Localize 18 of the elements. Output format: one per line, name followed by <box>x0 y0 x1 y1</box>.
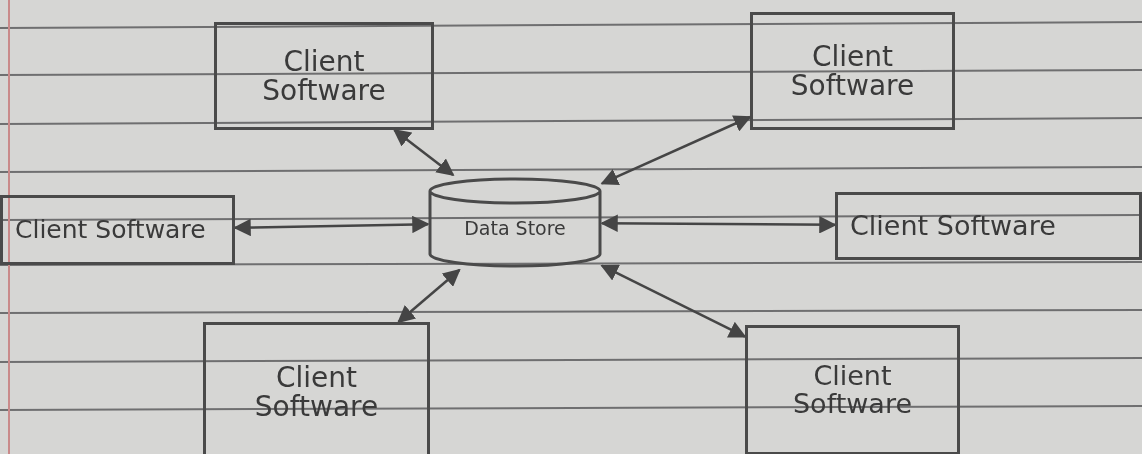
cylinder-shape <box>428 175 602 270</box>
node-label: Client Software <box>850 211 1057 241</box>
node-label: Client Software <box>789 41 916 101</box>
double-arrow <box>600 214 837 234</box>
process-box <box>0 195 235 265</box>
node-label: Data Store <box>463 218 567 239</box>
process-box <box>835 192 1142 260</box>
double-arrow <box>393 128 455 177</box>
process-box <box>203 322 430 454</box>
node-label: Client Software <box>261 46 387 106</box>
process-box <box>750 12 955 130</box>
double-arrow <box>397 268 461 324</box>
process-box <box>214 22 434 130</box>
process-box <box>745 325 960 454</box>
node-label: Client Software <box>15 216 207 244</box>
double-arrow <box>233 215 430 237</box>
double-arrow <box>600 115 752 185</box>
double-arrow <box>600 264 747 338</box>
